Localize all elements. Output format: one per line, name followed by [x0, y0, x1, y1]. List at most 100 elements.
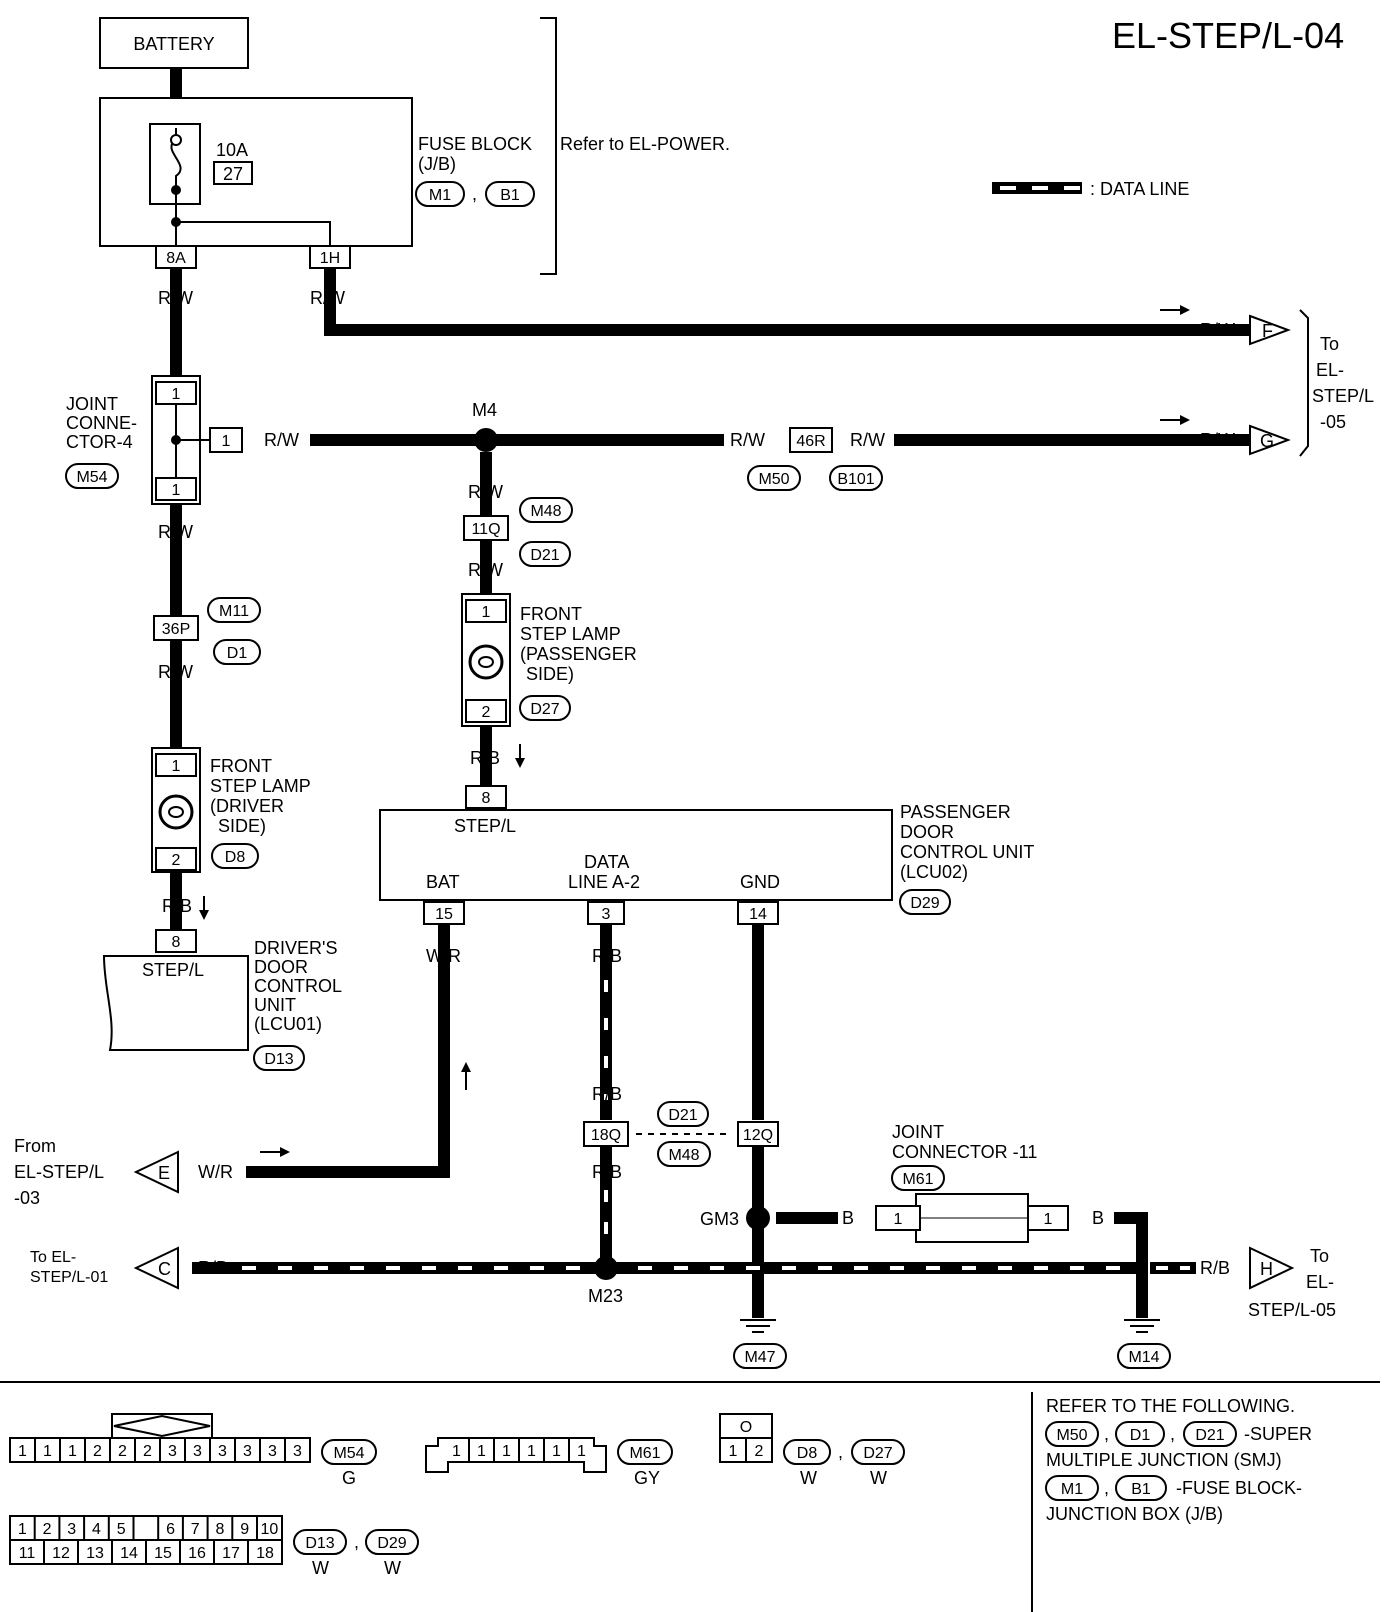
- joint11-pin: 1: [894, 1211, 903, 1228]
- connector-pin: 3: [243, 1443, 252, 1460]
- fuse-amp: 10A: [216, 140, 248, 160]
- connector-pin: 1: [502, 1443, 511, 1460]
- from-label: From: [14, 1136, 56, 1156]
- refer-jb: -FUSE BLOCK-: [1176, 1478, 1302, 1498]
- fuse-conn-b1: B1: [500, 187, 520, 204]
- conn-36p: 36P: [162, 621, 190, 638]
- arrow-f: F: [1262, 321, 1273, 341]
- arrow-g: G: [1260, 431, 1274, 451]
- from-el-label: EL-STEP/L: [14, 1162, 104, 1182]
- to-el01-label: To EL-: [30, 1249, 76, 1266]
- to-el01-label2: STEP/L-01: [30, 1269, 108, 1286]
- wire-label: R/B: [198, 1258, 228, 1278]
- connector-pin: 10: [260, 1521, 278, 1538]
- joint4-pin: 1: [172, 386, 181, 403]
- joint4-label-2: CONNE-: [66, 413, 137, 433]
- wire-label: B: [842, 1208, 854, 1228]
- refer-d1: D1: [1130, 1427, 1151, 1444]
- conn-d29: D29: [910, 895, 939, 912]
- refer-d21: D21: [1195, 1427, 1224, 1444]
- splice-gm3-label: GM3: [700, 1209, 739, 1229]
- conn-m48b: M48: [668, 1147, 699, 1164]
- wire-label: B: [1136, 1292, 1148, 1312]
- pdcu-pin3: 3: [602, 906, 611, 923]
- wire-label: R/W: [850, 430, 885, 450]
- refer-power: Refer to EL-POWER.: [560, 134, 730, 154]
- conn-face-d29-color: W: [384, 1558, 401, 1578]
- terminal-8a: 8A: [166, 250, 186, 267]
- splice-m4: [474, 428, 498, 452]
- fuse-block-name: FUSE BLOCK: [418, 134, 532, 154]
- ddcu-label: CONTROL: [254, 976, 342, 996]
- joint11-label: JOINT: [892, 1122, 944, 1142]
- lamp-driver-bulb-icon: [158, 794, 194, 830]
- connector-pin: 4: [92, 1521, 101, 1538]
- ddcu-stepl: STEP/L: [142, 960, 204, 980]
- conn-d13: D13: [264, 1051, 293, 1068]
- pdcu-pin14: 14: [749, 906, 767, 923]
- terminal-1h: 1H: [320, 250, 340, 267]
- to-label: To: [1310, 1246, 1329, 1266]
- connector-pin: 3: [67, 1521, 76, 1538]
- lamp-p-label: STEP LAMP: [520, 624, 621, 644]
- wire-label: R/B: [162, 896, 192, 916]
- conn-18q: 18Q: [591, 1127, 621, 1144]
- connector-pin: 1: [577, 1443, 586, 1460]
- comma: ,: [472, 184, 477, 204]
- joint4-label-3: CTOR-4: [66, 432, 133, 452]
- refer-heading: REFER TO THE FOLLOWING.: [1046, 1396, 1295, 1416]
- conn-d27: D27: [530, 701, 559, 718]
- pdcu-label: DOOR: [900, 822, 954, 842]
- el-label: EL-: [1316, 360, 1344, 380]
- ddcu-pin8: 8: [172, 934, 181, 951]
- connector-pin: 2: [118, 1443, 127, 1460]
- connector-pin: 2: [93, 1443, 102, 1460]
- connector-pin: 17: [222, 1545, 240, 1562]
- conn-b101: B101: [837, 471, 874, 488]
- pdcu-stepl: STEP/L: [454, 816, 516, 836]
- pdcu-data: DATA: [584, 852, 629, 872]
- ddcu-label: UNIT: [254, 995, 296, 1015]
- conn-12q: 12Q: [743, 1127, 773, 1144]
- pdcu-pin15: 15: [435, 906, 453, 923]
- splice-m23: [594, 1256, 618, 1280]
- conn-m61: M61: [902, 1171, 933, 1188]
- d8-pin: 1: [729, 1443, 738, 1460]
- refer-m50: M50: [1056, 1427, 1087, 1444]
- lamp-p-pin2: 2: [482, 704, 491, 721]
- connector-pin: 8: [215, 1521, 224, 1538]
- lamp-passenger-bulb-icon: [468, 644, 504, 680]
- connector-pin: 12: [52, 1545, 70, 1562]
- connector-pin: 13: [86, 1545, 104, 1562]
- connector-pin: 3: [268, 1443, 277, 1460]
- connector-pin: 2: [43, 1521, 52, 1538]
- ground-m14: M14: [1128, 1349, 1159, 1366]
- passenger-door-control-unit: [379, 809, 893, 901]
- d8-pin: 2: [755, 1443, 764, 1460]
- wire-label: R/W: [468, 560, 503, 580]
- conn-d8: D8: [225, 849, 246, 866]
- arrow-e: E: [158, 1163, 170, 1183]
- conn-face-m54-label: M54: [333, 1445, 364, 1462]
- comma: ,: [1170, 1424, 1175, 1444]
- splice-m23-label: M23: [588, 1286, 623, 1306]
- connector-face-d8: O 1 2: [719, 1413, 773, 1463]
- lamp-p-label: FRONT: [520, 604, 582, 624]
- el-label: EL-: [1306, 1272, 1334, 1292]
- d8-top: O: [740, 1419, 752, 1436]
- pdcu-gnd: GND: [740, 872, 780, 892]
- refer-m1: M1: [1061, 1481, 1083, 1498]
- lamp-p-label: (PASSENGER: [520, 644, 637, 664]
- conn-11q: 11Q: [471, 521, 500, 538]
- connector-pin: 2: [143, 1443, 152, 1460]
- lamp-d-pin2: 2: [172, 852, 181, 869]
- comma: ,: [354, 1532, 359, 1552]
- connector-pin: 9: [240, 1521, 249, 1538]
- conn-d21: D21: [530, 547, 559, 564]
- refer-smj2: MULTIPLE JUNCTION (SMJ): [1046, 1450, 1282, 1470]
- fuse-number: 27: [223, 164, 243, 184]
- conn-face-d13-label: D13: [305, 1535, 334, 1552]
